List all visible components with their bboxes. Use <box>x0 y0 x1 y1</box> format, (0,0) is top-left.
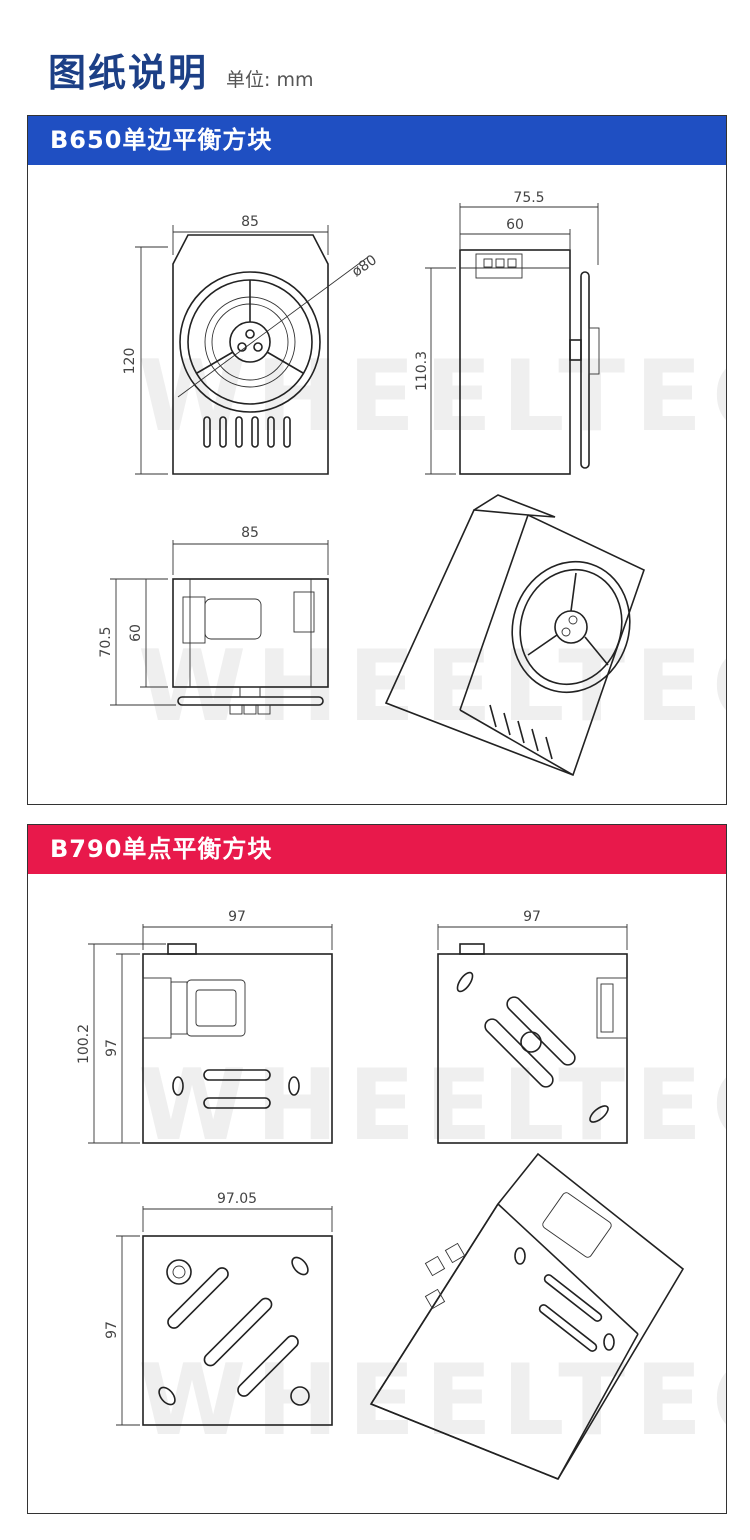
b650-panel: B650单边平衡方块 WHEELTEC WHEELTEC <box>27 115 727 805</box>
b790-front-inner-label: 97 <box>104 1039 120 1057</box>
b790-panel: B790单点平衡方块 WHEELTEC WHEELTEC 97 100.2 <box>27 824 727 1514</box>
b650-front-height-label: 120 <box>122 348 138 375</box>
b650-section-title: B650单边平衡方块 <box>28 116 726 165</box>
page-title: 图纸说明 <box>48 51 209 95</box>
b650-side-view: 75.5 60 110.3 <box>414 190 600 475</box>
b790-front-view: 97 100.2 97 <box>76 909 333 1144</box>
b650-top-width-label: 85 <box>241 525 259 541</box>
b650-top-outer-label: 70.5 <box>98 626 114 657</box>
b650-top-inner-label: 60 <box>128 624 144 642</box>
b650-side-height-label: 110.3 <box>414 351 430 391</box>
b790-section-title: B790单点平衡方块 <box>28 825 726 874</box>
b650-side-body-label: 60 <box>506 217 524 233</box>
b790-back-width-label: 97.05 <box>217 1191 257 1207</box>
b650-side-total-label: 75.5 <box>513 190 544 206</box>
b790-back-view: 97.05 97 <box>104 1191 333 1426</box>
b790-front-width-label: 97 <box>228 909 246 925</box>
b650-iso-view <box>384 494 645 777</box>
page-header: 图纸说明 单位: mm <box>48 42 313 102</box>
b790-back-height-label: 97 <box>104 1321 120 1339</box>
unit-label: 单位: mm <box>226 69 314 91</box>
b650-wheel-diameter-label: ø80 <box>349 252 380 280</box>
b650-drawing: WHEELTEC WHEELTEC <box>98 190 726 777</box>
b790-iso-view <box>369 1152 685 1480</box>
watermark-text-4: WHEELTEC <box>138 1344 726 1458</box>
b650-front-width-label: 85 <box>241 214 259 230</box>
b790-front-outer-label: 100.2 <box>76 1024 92 1064</box>
b650-top-view: 85 70.5 60 <box>98 525 329 715</box>
b790-side-width-label: 97 <box>523 909 541 925</box>
watermark-text-3: WHEELTEC <box>138 1049 726 1163</box>
b790-side-view: 97 <box>437 909 628 1144</box>
b650-front-view: 85 120 ø80 <box>122 214 380 475</box>
b790-drawing: WHEELTEC WHEELTEC 97 100.2 <box>76 909 726 1480</box>
